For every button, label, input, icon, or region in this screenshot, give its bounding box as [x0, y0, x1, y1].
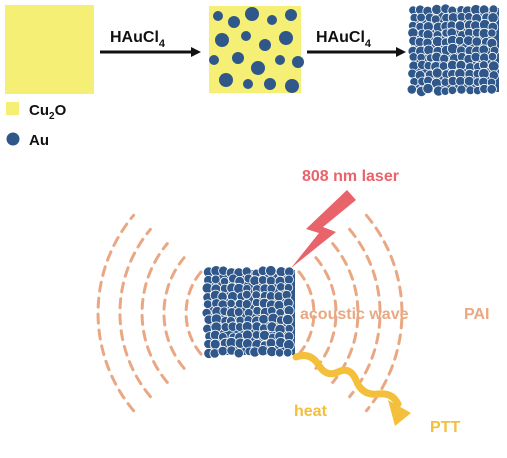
au-particle — [243, 79, 253, 89]
wave-arc-left — [162, 256, 186, 370]
au-nanocube-center — [201, 265, 295, 359]
au-particle — [283, 274, 294, 285]
au-particle — [279, 31, 293, 45]
au-particle — [209, 338, 221, 350]
au-particle — [226, 298, 236, 308]
au-particle — [487, 51, 498, 62]
au-particle — [431, 3, 443, 15]
au-particle — [406, 84, 417, 95]
reagent-label-2: HAuCl4 — [316, 29, 372, 50]
au-particle — [456, 84, 467, 95]
au-particle — [265, 265, 277, 277]
heat-wave-arrow — [292, 352, 402, 408]
wave-arc-right — [348, 227, 382, 399]
heat-label: heat — [294, 403, 328, 420]
au-particle — [486, 84, 497, 95]
cu2o-cube — [5, 5, 94, 94]
au-particle — [455, 75, 466, 87]
heat-arrow-head — [388, 400, 411, 426]
au-particle — [431, 67, 443, 79]
au-particle — [275, 55, 285, 65]
au-particle — [215, 33, 229, 47]
au-particle — [285, 9, 297, 21]
au-particle — [416, 12, 426, 23]
legend-au-swatch — [6, 132, 20, 146]
acoustic-wave-label: acoustic wave — [300, 306, 409, 323]
wave-arc-right — [314, 256, 338, 370]
ptt-label: PTT — [430, 419, 460, 436]
au-particle — [276, 282, 286, 292]
legend-au-label: Au — [29, 132, 49, 149]
wave-arc-left — [184, 270, 203, 356]
au-particle — [259, 39, 271, 51]
wave-arc-right — [364, 213, 404, 413]
au-particle — [203, 299, 213, 310]
au-particle — [209, 55, 219, 65]
wave-arc-right — [331, 242, 360, 384]
reagent-label-1: HAuCl4 — [110, 29, 166, 50]
au-particle — [241, 299, 252, 310]
au-particle — [264, 78, 276, 90]
sparse-au-dots — [209, 7, 304, 93]
au-particle — [292, 56, 304, 68]
au-particle — [471, 36, 483, 47]
au-nanocube-top — [406, 3, 500, 98]
au-particle — [210, 274, 221, 285]
au-particle — [213, 11, 223, 21]
au-particle — [245, 7, 259, 21]
au-particle — [217, 345, 229, 357]
au-particle — [251, 61, 265, 75]
au-particle — [487, 28, 497, 38]
au-particle — [423, 44, 435, 56]
pai-label: PAI — [464, 306, 489, 323]
au-particle — [242, 289, 252, 300]
legend-cu2o-label: Cu2O — [29, 102, 67, 122]
au-particle — [233, 307, 244, 318]
cu2o-au-partial-cube — [209, 6, 304, 93]
au-particle — [241, 31, 251, 41]
au-particle — [285, 79, 299, 93]
legend-cu2o-swatch — [6, 102, 19, 115]
wave-arc-left — [118, 227, 152, 399]
wave-arc-left — [96, 213, 136, 413]
au-particle — [232, 52, 244, 64]
au-particle — [454, 20, 466, 32]
au-particle — [283, 348, 293, 358]
au-particle — [422, 82, 434, 95]
au-particle — [463, 75, 475, 87]
au-particle — [219, 73, 233, 87]
au-particle — [274, 348, 285, 358]
au-particle — [447, 85, 458, 96]
au-particle — [233, 348, 244, 359]
au-particle — [267, 15, 277, 25]
wave-arc-left — [140, 242, 169, 384]
au-particle — [228, 16, 240, 28]
acoustic-wave-arcs — [96, 213, 404, 413]
laser-bolt — [291, 190, 356, 268]
au-particle — [454, 35, 465, 46]
au-particle — [487, 60, 500, 73]
laser-label: 808 nm laser — [302, 168, 399, 185]
au-particle — [282, 313, 294, 326]
